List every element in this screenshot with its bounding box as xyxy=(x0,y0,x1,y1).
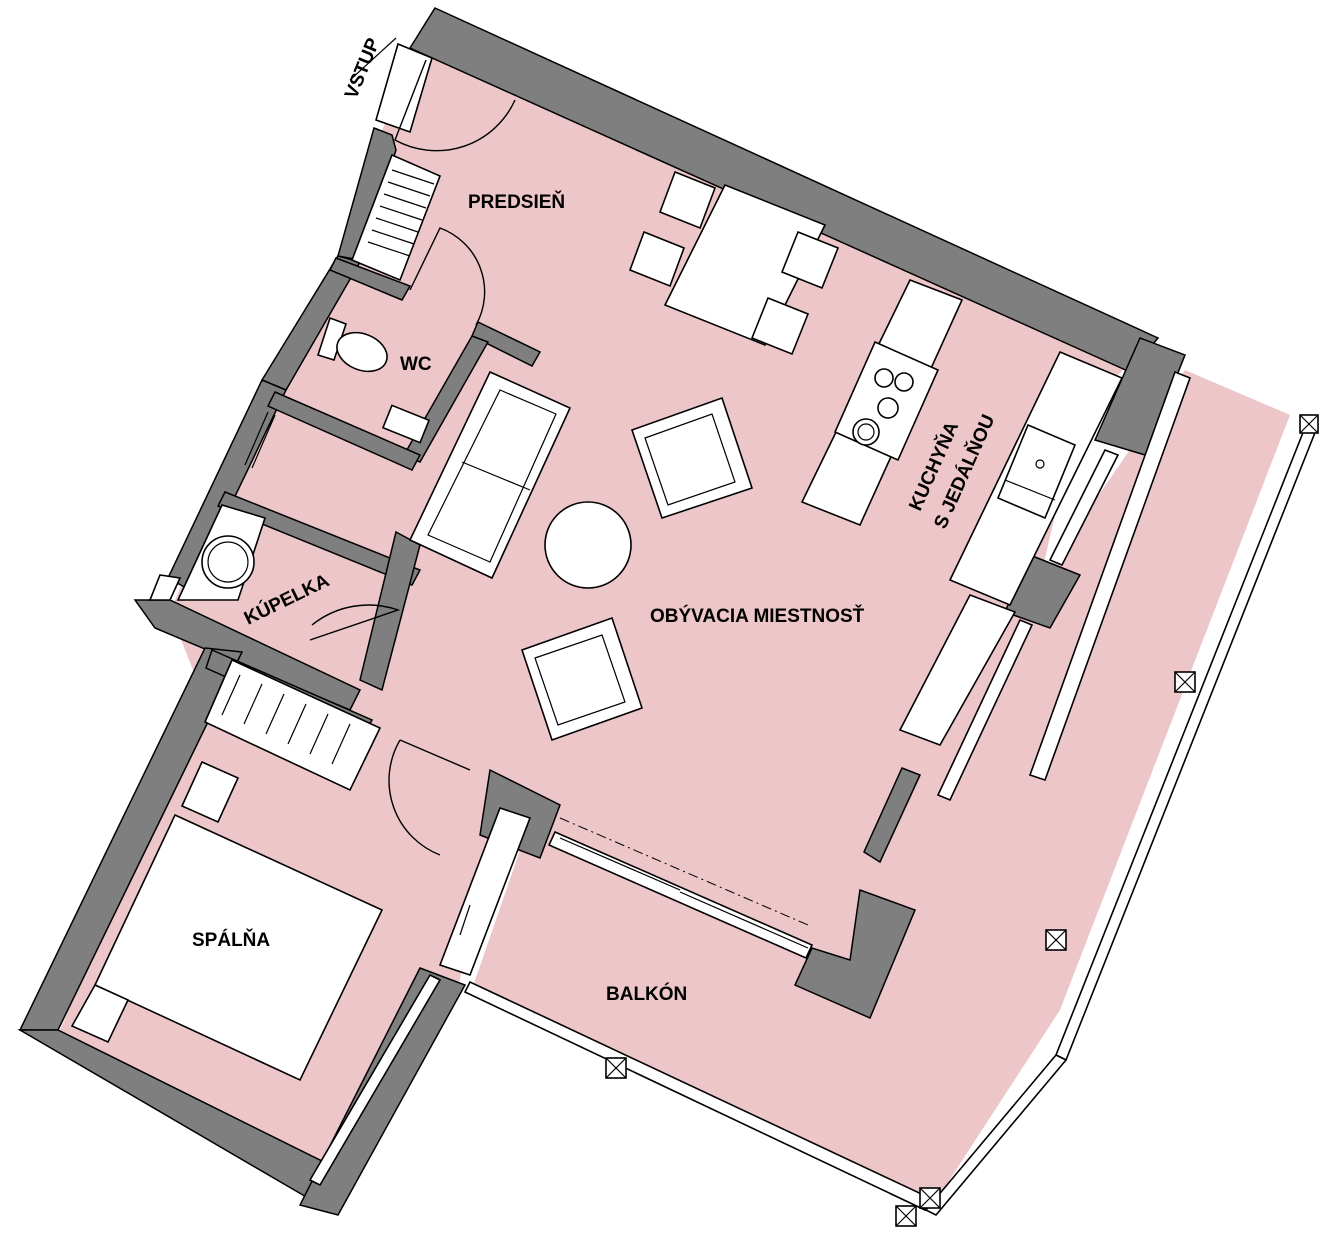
burner-3 xyxy=(877,397,899,419)
armchair-2 xyxy=(520,616,644,742)
wall-inner-wc-bottom xyxy=(266,391,422,471)
burner-1 xyxy=(874,368,894,388)
kitchen-fridge-edge xyxy=(1048,448,1120,567)
wardrobe-hall-hatch xyxy=(367,169,435,257)
entrance-frame xyxy=(375,42,433,134)
burner-4 xyxy=(852,418,880,446)
coffee-table xyxy=(544,501,632,589)
window-bedroom xyxy=(308,973,442,1187)
wall-inner-wc-right xyxy=(471,320,542,367)
wall-inner-wc-top xyxy=(328,257,412,301)
wall-kitchen-stub xyxy=(863,767,922,864)
dining-chair-4 xyxy=(750,296,810,356)
wc-label: WC xyxy=(400,354,432,375)
wc-bowl xyxy=(336,331,388,373)
bath-door-swing xyxy=(309,604,401,641)
floor-balcony xyxy=(470,370,1290,1210)
wall-inner-bath-top xyxy=(216,491,422,586)
nightstand-2 xyxy=(70,983,130,1044)
bedroom-wardrobe-hatch xyxy=(221,674,351,765)
bedroom-wardrobe xyxy=(203,658,382,792)
bed xyxy=(93,813,384,1082)
balcony-door xyxy=(547,817,814,960)
hall-wardrobe xyxy=(350,153,442,282)
wc-tank xyxy=(316,316,348,361)
tv-unit xyxy=(898,594,1017,746)
windows xyxy=(148,370,1320,1216)
dining-set xyxy=(628,170,840,356)
window-markers xyxy=(605,414,1319,1227)
walls xyxy=(17,7,1186,1216)
wall-bedroom-right xyxy=(298,967,467,1216)
dining-chair-1 xyxy=(658,170,717,230)
bath-rail xyxy=(244,411,269,466)
window-balcony-right-lower xyxy=(924,1054,1068,1216)
window-balcony-inner xyxy=(1028,370,1192,782)
balcony-door-frame xyxy=(547,830,814,960)
wc-room: WC xyxy=(316,227,486,444)
living-furniture xyxy=(408,370,1034,802)
wall-corner-column xyxy=(794,888,916,1019)
bedroom-label: SPÁLŇA xyxy=(192,929,270,951)
wardrobe-hall xyxy=(350,153,442,282)
shower-drain xyxy=(201,535,255,589)
burner-2 xyxy=(894,372,914,392)
nightstand-1 xyxy=(180,760,240,824)
hall-label: PREDSIEŇ xyxy=(468,191,565,213)
kitchen-island xyxy=(800,278,964,527)
bedroom-door-swing xyxy=(388,739,471,856)
balcony-label: BALKÓN xyxy=(606,983,687,1005)
entrance-door-swing xyxy=(394,59,516,152)
dining-chair-2 xyxy=(628,230,686,288)
wc-sink xyxy=(381,404,431,444)
window-bath xyxy=(148,574,182,601)
shelf-unit xyxy=(936,618,1034,802)
wc-door-swing xyxy=(409,227,486,326)
bedroom-room: SPÁLŇA xyxy=(70,658,532,1082)
sofa xyxy=(408,370,572,580)
entrance-label: VSTUP xyxy=(341,35,384,102)
dining-chair-3 xyxy=(780,230,840,290)
living-room-label: OBÝVACIA MIESTNOSŤ xyxy=(650,605,865,627)
kitchen-sink xyxy=(996,423,1077,520)
bedroom-window-door xyxy=(438,806,532,977)
entrance-arrow xyxy=(349,37,397,81)
